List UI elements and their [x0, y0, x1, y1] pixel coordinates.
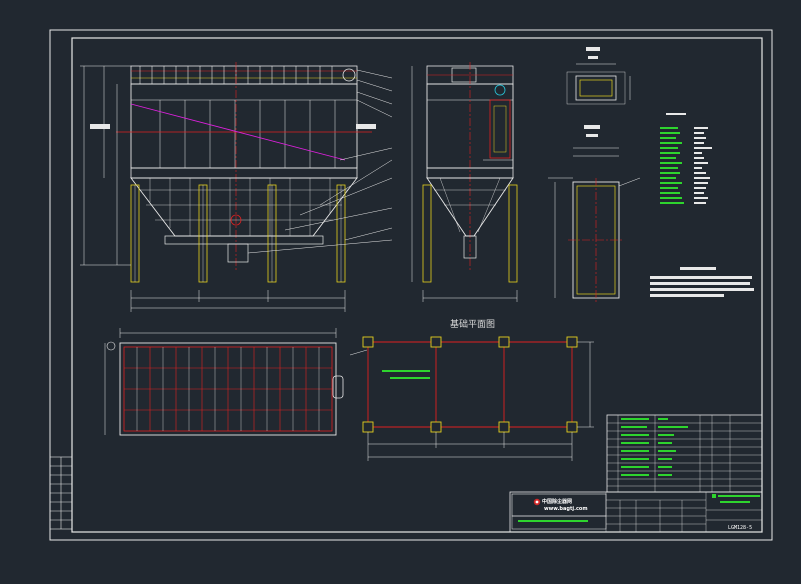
detail-view-middle: [548, 125, 641, 302]
foundation-plan-view: 基础平面图: [349, 318, 594, 461]
plan-view: [104, 328, 344, 436]
company-name: 中国除尘器网: [542, 498, 572, 505]
company-logo-icon: [533, 498, 541, 506]
revision-block: [49, 456, 73, 530]
drawing-number: LGM128-5: [728, 525, 752, 531]
side-elevation-view: [411, 62, 518, 302]
inner-frame: [71, 37, 763, 533]
outer-frame: [49, 29, 773, 541]
technical-spec-list: [650, 113, 754, 297]
title-block: 中国除尘器网 www.bagtj.com LGM128-5: [509, 491, 763, 533]
company-url: www.bagtj.com: [544, 506, 588, 512]
foundation-plan-title: 基础平面图: [450, 318, 495, 330]
detail-view-top: [566, 47, 631, 105]
parts-list-table: [606, 414, 763, 493]
front-elevation-view: [80, 62, 393, 312]
